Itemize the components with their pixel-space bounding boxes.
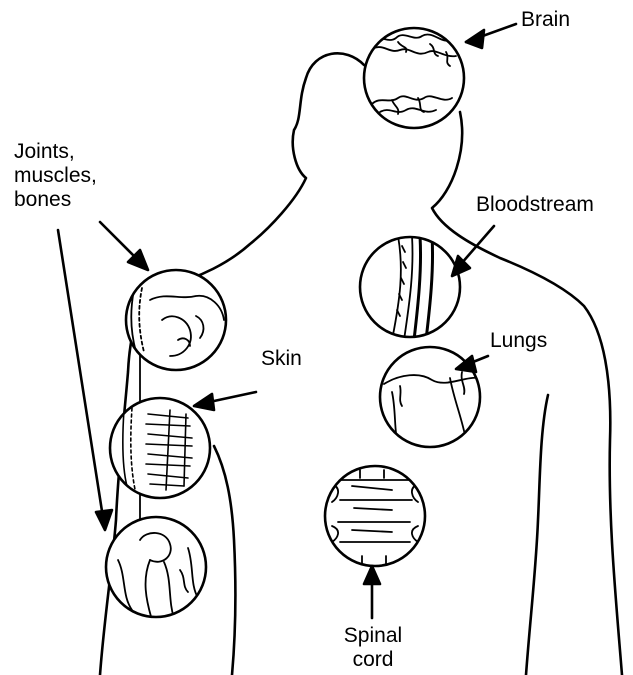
label-brain: Brain	[521, 8, 570, 32]
label-spinal-cord: Spinal cord	[338, 624, 408, 672]
label-bloodstream: Bloodstream	[476, 193, 594, 217]
label-spinal-line1: Spinal	[338, 624, 408, 648]
bones-inset	[106, 517, 206, 620]
label-joints-line3: bones	[14, 188, 97, 212]
label-lungs: Lungs	[490, 329, 547, 353]
skin-inset	[110, 398, 210, 498]
label-joints-line1: Joints,	[14, 140, 97, 164]
label-joints: Joints, muscles, bones	[14, 140, 97, 212]
joints-inset	[126, 270, 226, 370]
label-joints-line2: muscles,	[14, 164, 97, 188]
label-skin: Skin	[261, 347, 302, 371]
spinal-inset	[325, 466, 425, 566]
torso-left-side	[214, 446, 235, 675]
bloodstream-inset	[360, 236, 460, 340]
brain-inset	[364, 28, 466, 128]
label-spinal-line2: cord	[338, 648, 408, 672]
torso-right-side	[526, 395, 548, 675]
bones-arrow	[58, 230, 104, 524]
